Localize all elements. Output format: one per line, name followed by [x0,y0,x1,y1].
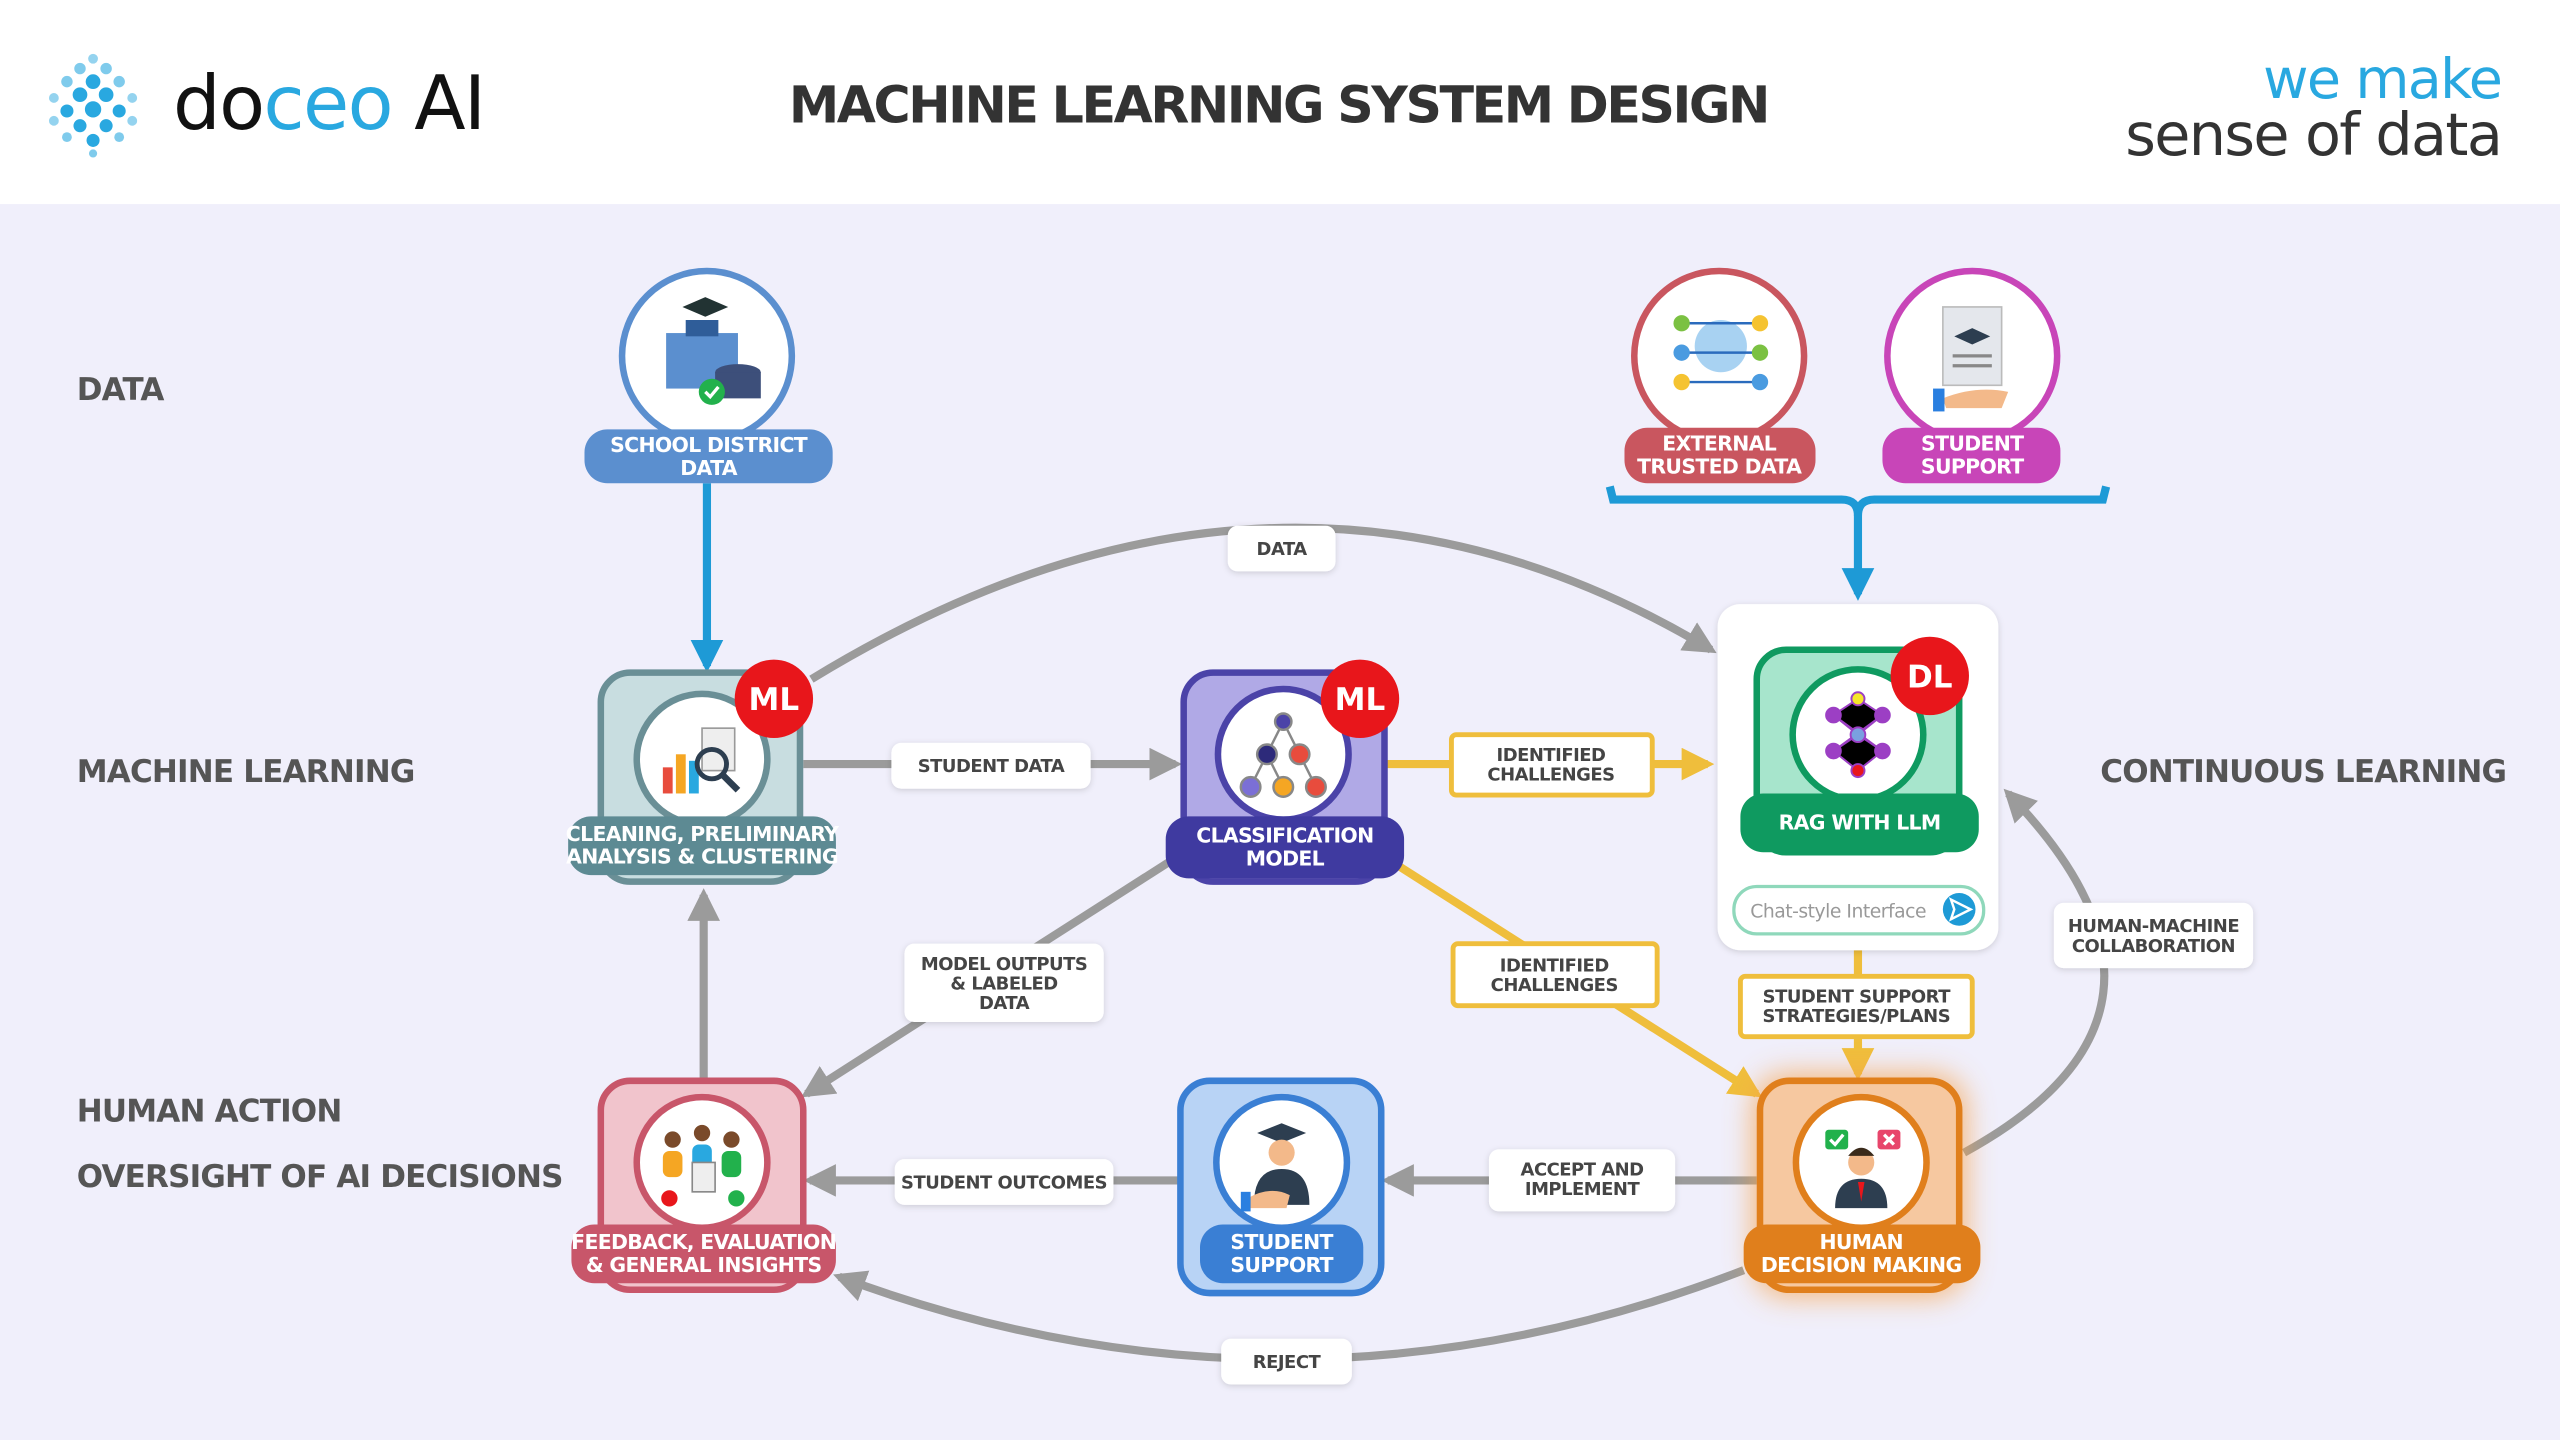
node-label-line2: SUPPORT [1230,1253,1333,1277]
svg-text:doceo AI: doceo AI [173,59,484,147]
section-label-oversight: OVERSIGHT OF AI DECISIONS [77,1159,563,1195]
tagline-line-1: we make [2263,47,2501,112]
edge-label-accept-implement: ACCEPT AND IMPLEMENT [1488,1149,1676,1212]
chat-input[interactable]: Chat-style Interface [1732,884,1986,936]
edge-label-text: STUDENT OUTCOMES [901,1173,1107,1194]
edge-label-identified-challenges-1: IDENTIFIED CHALLENGES [1448,732,1655,798]
edge-label-text: & LABELED [950,973,1057,994]
ml-badge [734,659,814,738]
edge-label-text: ACCEPT AND [1521,1160,1644,1181]
node-label-line1: CLASSIFICATION [1196,823,1373,847]
edge-label-text: HUMAN-MACHINE [2068,916,2239,937]
node-label-line1: SCHOOL DISTRICT [610,433,808,457]
ml-badge-text: ML [1335,682,1386,718]
edge-label-text: IMPLEMENT [1525,1179,1641,1200]
edge-label-text: CHALLENGES [1487,764,1614,785]
node-classification-model[interactable]: CLASSIFICATION MODEL ML [1165,659,1405,885]
node-feedback-evaluation[interactable]: FEEDBACK, EVALUATION & GENERAL INSIGHTS [571,1077,837,1294]
node-label-line1: STUDENT [1921,432,2024,456]
edge-label-reject: REJECT [1221,1338,1352,1385]
edge-label-text: CHALLENGES [1491,975,1618,996]
ml-badge-text: ML [749,682,800,718]
edge-label-student-data: STUDENT DATA [891,742,1091,789]
page-title: MACHINE LEARNING SYSTEM DESIGN [789,75,1768,134]
node-label-line2: TRUSTED DATA [1637,454,1802,478]
section-label-human-action: HUMAN ACTION [77,1094,342,1130]
bracket-right [1853,485,2111,517]
logo: doceo AI [48,53,486,158]
section-label-machine-learning: MACHINE LEARNING [77,754,415,790]
node-student-support-data[interactable]: STUDENT SUPPORT [1882,267,2061,484]
dl-badge-text: DL [1907,659,1953,695]
chat-input-placeholder: Chat-style Interface [1750,902,1926,923]
node-label-line1: STUDENT [1230,1230,1333,1254]
node-human-decision-making[interactable]: HUMAN DECISION MAKING [1743,1074,1981,1297]
node-student-support[interactable]: STUDENT SUPPORT [1177,1077,1385,1297]
logo-dots-icon [48,53,138,158]
tagline-line-2: sense of data [2125,100,2501,169]
node-label-line1: EXTERNAL [1662,432,1776,456]
edge-label-text: DATA [1257,539,1308,560]
node-label-line2: DECISION MAKING [1761,1253,1962,1277]
decision-person-icon [1825,1129,1901,1209]
edge-label-text: STUDENT SUPPORT [1763,986,1952,1007]
arrow-human-machine [1962,788,2109,1157]
ml-badge [1320,659,1400,738]
neural-network-icon [1825,691,1891,779]
node-cleaning-analysis-clustering[interactable]: CLEANING, PRELIMINARY ANALYSIS & CLUSTER… [566,659,840,885]
edge-label-student-outcomes: STUDENT OUTCOMES [894,1159,1114,1205]
header-bar [0,0,2560,205]
logo-text-ceo: ceo [263,59,392,147]
edge-label-text: MODEL OUTPUTS [921,954,1087,975]
edge-label-text: COLLABORATION [2072,936,2235,957]
node-rag-with-llm[interactable]: RAG WITH LLM DL Chat-style Interface [1717,604,1999,951]
node-label-line2: & GENERAL INSIGHTS [586,1253,822,1277]
node-label-line2: DATA [680,456,737,480]
logo-text-do: do [173,59,263,147]
edge-label-text: IDENTIFIED [1500,955,1609,976]
edge-label-model-outputs: MODEL OUTPUTS & LABELED DATA [904,943,1104,1023]
edge-label-text: STUDENT DATA [918,756,1065,777]
edge-label-strategies-plans: STUDENT SUPPORT STRATEGIES/PLANS [1737,973,1975,1040]
edge-label-data: DATA [1227,525,1336,572]
send-button[interactable] [1942,893,1976,926]
edge-label-identified-challenges-2: IDENTIFIED CHALLENGES [1450,941,1660,1009]
node-school-district-data[interactable]: SCHOOL DISTRICT DATA [584,267,833,484]
analysis-magnifier-icon [662,727,741,794]
node-label-line2: ANALYSIS & CLUSTERING [566,845,838,869]
node-label-line1: CLEANING, PRELIMINARY [566,822,839,846]
edge-label-text: DATA [979,993,1030,1014]
team-feedback-icon [661,1124,745,1207]
document-hand-icon [1933,306,2009,412]
node-label-line1: HUMAN [1819,1230,1903,1254]
node-label-line1: FEEDBACK, EVALUATION [571,1230,836,1254]
database-network-icon [1673,315,1769,391]
edge-label-text: IDENTIFIED [1497,745,1606,766]
dl-badge [1890,636,1969,716]
section-label-data: DATA [77,372,165,408]
node-external-trusted-data[interactable]: EXTERNAL TRUSTED DATA [1624,267,1816,484]
node-label: RAG WITH LLM [1779,810,1941,834]
node-label-line2: MODEL [1246,846,1325,870]
school-building-icon [666,297,761,405]
logo-text-ai: AI [392,59,485,147]
section-label-continuous-learning: CONTINUOUS LEARNING [2100,754,2506,790]
node-label-line2: SUPPORT [1921,454,2024,478]
edge-label-human-machine-collaboration: HUMAN-MACHINE COLLABORATION [2053,902,2254,969]
classification-tree-icon [1239,712,1327,798]
edge-label-text: REJECT [1253,1352,1322,1373]
edge-label-text: STRATEGIES/PLANS [1763,1006,1951,1027]
